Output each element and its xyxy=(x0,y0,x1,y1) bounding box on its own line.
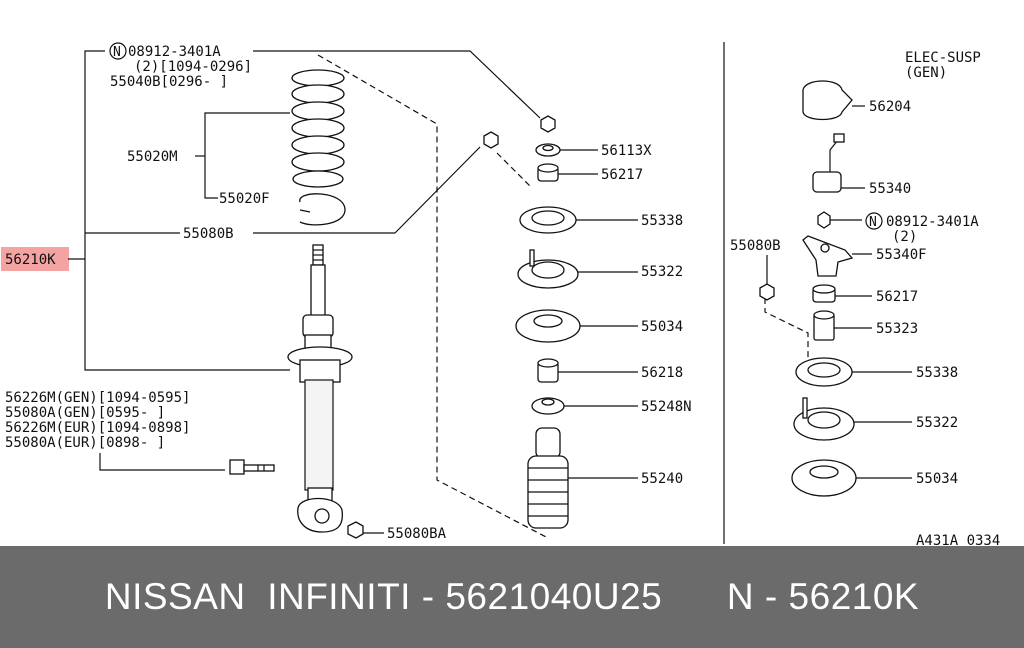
spring-seat-55020f xyxy=(299,193,346,226)
label-56226m-eur: 56226M(EUR)[1094-0898] xyxy=(5,420,190,436)
label-55034: 55034 xyxy=(641,319,683,335)
label-r-2: (2) xyxy=(892,229,917,245)
parts-diagram: N N 08912-3401A (2)[1094-0296] 55040B[02… xyxy=(1,42,1000,546)
n-symbol-left: N xyxy=(109,42,127,60)
n-symbol-right-text: N xyxy=(869,215,877,230)
label-diagram-code: A431A 0334 xyxy=(916,533,1000,546)
label-55240: 55240 xyxy=(641,471,683,487)
sleeve-55323 xyxy=(813,310,872,341)
insulator-r-55034 xyxy=(791,459,912,497)
cap-56204 xyxy=(802,80,865,121)
plate-r-55338 xyxy=(795,357,912,387)
label-56210k: 56210K xyxy=(5,252,56,268)
label-55338: 55338 xyxy=(641,213,683,229)
bumper-55248n xyxy=(531,397,638,415)
insulator-55034 xyxy=(515,309,638,343)
label-08912-3401a: 08912-3401A xyxy=(128,44,221,60)
label-r-55340: 55340 xyxy=(869,181,911,197)
nut-55080ba xyxy=(347,521,384,539)
actuator-55340 xyxy=(812,133,865,193)
nut-top xyxy=(540,115,556,133)
label-1094-0296: (2)[1094-0296] xyxy=(134,59,252,75)
bracket-55340f xyxy=(802,235,872,277)
n-symbol-right: N xyxy=(865,212,883,230)
label-55322: 55322 xyxy=(641,264,683,280)
left-bracket xyxy=(68,50,541,471)
label-55080b: 55080B xyxy=(183,226,234,242)
plate-55338 xyxy=(519,206,638,234)
label-r-56204: 56204 xyxy=(869,99,911,115)
label-55020f: 55020F xyxy=(219,191,270,207)
highlight-56210k xyxy=(1,247,69,271)
label-r-56217: 56217 xyxy=(876,289,918,305)
label-56218: 56218 xyxy=(641,365,683,381)
label-55080a-eur: 55080A(EUR)[0898- ] xyxy=(5,435,165,451)
label-56113x: 56113X xyxy=(601,143,652,159)
label-55248n: 55248N xyxy=(641,399,692,415)
n-symbol-left-text: N xyxy=(113,45,121,60)
strut-56210k xyxy=(287,244,353,533)
label-55020m: 55020M xyxy=(127,149,178,165)
boot-55240 xyxy=(527,427,638,529)
dashed-lines xyxy=(317,54,809,539)
bushing-r-56217 xyxy=(812,284,872,303)
label-elec-susp: ELEC-SUSP xyxy=(905,50,981,66)
label-r-08912-3401a: 08912-3401A xyxy=(886,214,979,230)
bolt-56226m xyxy=(229,459,275,475)
mount-55322 xyxy=(517,249,638,289)
nut-r-08912 xyxy=(817,211,862,229)
label-55040b: 55040B[0296- ] xyxy=(110,74,228,90)
footer-banner: NISSAN INFINITI - 5621040U25 N - 56210K xyxy=(0,546,1024,648)
mount-r-55322 xyxy=(793,397,912,441)
label-r-55340f: 55340F xyxy=(876,247,927,263)
coil-spring-55020m xyxy=(291,69,345,188)
nut-55080b xyxy=(483,131,499,149)
label-r-55338: 55338 xyxy=(916,365,958,381)
label-r-55034: 55034 xyxy=(916,471,958,487)
label-gen: (GEN) xyxy=(905,65,947,81)
footer-part-number: NISSAN INFINITI - 5621040U25 N - 56210K xyxy=(104,576,920,617)
bushing-56218 xyxy=(537,358,638,383)
bushing-56217 xyxy=(537,163,598,182)
label-r-55080b: 55080B xyxy=(730,238,781,254)
label-56226m-gen: 56226M(GEN)[1094-0595] xyxy=(5,390,190,406)
label-56217: 56217 xyxy=(601,167,643,183)
label-55080a-gen: 55080A(GEN)[0595- ] xyxy=(5,405,165,421)
label-r-55323: 55323 xyxy=(876,321,918,337)
washer-56113x xyxy=(535,143,598,157)
label-r-55322: 55322 xyxy=(916,415,958,431)
label-55080ba: 55080BA xyxy=(387,526,447,542)
nut-r-55080b xyxy=(759,255,775,301)
